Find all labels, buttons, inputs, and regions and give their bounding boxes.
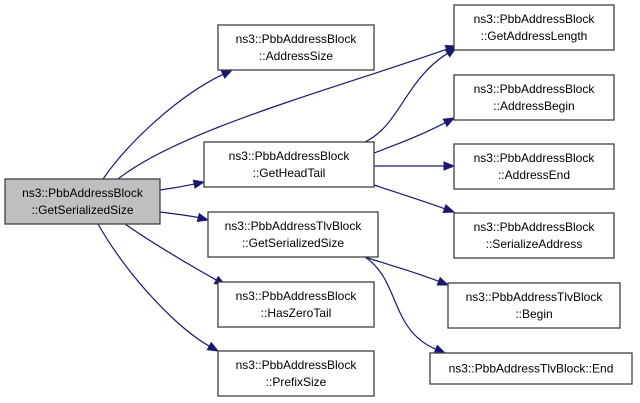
edge-root-tlvsize <box>159 211 199 219</box>
node-serial[interactable]: ns3::PbbAddressBlock::SerializeAddress <box>453 212 615 259</box>
node-label-line: ::PrefixSize <box>266 375 327 389</box>
node-box[interactable] <box>217 24 375 71</box>
node-tlvsize[interactable]: ns3::PbbAddressTlvBlock::GetSerializedSi… <box>207 211 379 258</box>
arrowhead-headtail-abegin <box>442 117 456 128</box>
edge-root-prefix <box>97 223 210 347</box>
node-label-line: ::SerializeAddress <box>486 237 583 251</box>
edge-tlvsize-tend <box>364 256 437 350</box>
edges-layer <box>97 44 458 354</box>
node-label-line: ns3::PbbAddressBlock <box>236 358 358 372</box>
edge-headtail-abegin <box>373 122 446 154</box>
node-addrsize[interactable]: ns3::PbbAddressBlock::AddressSize <box>217 24 375 71</box>
node-label-line: ns3::PbbAddressBlock <box>229 149 351 163</box>
edge-root-addrsize <box>102 73 224 180</box>
node-label-line: ns3::PbbAddressBlock <box>474 82 596 96</box>
node-label-line: ns3::PbbAddressTlvBlock <box>466 290 604 304</box>
node-label-line: ns3::PbbAddressBlock <box>236 32 358 46</box>
node-box[interactable] <box>447 282 621 329</box>
node-root[interactable]: ns3::PbbAddressBlock::GetSerializedSize <box>4 178 161 225</box>
node-box[interactable] <box>453 143 615 190</box>
edge-root-haszero <box>124 223 217 281</box>
node-label-line: ::AddressBegin <box>493 99 574 113</box>
node-tend[interactable]: ns3::PbbAddressTlvBlock::End <box>429 352 633 385</box>
node-label-line: ns3::PbbAddressBlock <box>474 12 596 26</box>
edge-headtail-serial <box>373 184 445 210</box>
node-tbegin[interactable]: ns3::PbbAddressTlvBlock::Begin <box>447 282 621 329</box>
node-headtail[interactable]: ns3::PbbAddressBlock::GetHeadTail <box>203 141 375 188</box>
node-label-line: ns3::PbbAddressBlock <box>474 151 596 165</box>
node-label-line: ::AddressSize <box>259 49 333 63</box>
node-haszero[interactable]: ns3::PbbAddressBlock::HasZeroTail <box>217 281 375 328</box>
arrowhead-tlvsize-tbegin <box>436 276 450 286</box>
node-label-line: ::GetHeadTail <box>253 166 326 180</box>
node-label-line: ::AddressEnd <box>498 168 570 182</box>
edge-tlvsize-tbegin <box>364 256 439 282</box>
node-prefix[interactable]: ns3::PbbAddressBlock::PrefixSize <box>217 350 375 397</box>
node-box[interactable] <box>453 4 615 51</box>
node-box[interactable] <box>4 178 161 225</box>
node-box[interactable] <box>453 212 615 259</box>
arrowhead-root-headtail <box>192 179 206 189</box>
node-label-line: ns3::PbbAddressBlock <box>474 220 596 234</box>
node-label-line: ::HasZeroTail <box>261 306 332 320</box>
node-box[interactable] <box>453 74 615 121</box>
arrowhead-root-prefix <box>206 341 220 352</box>
edge-root-addrlen <box>117 48 447 180</box>
node-box[interactable] <box>429 352 633 385</box>
node-addrlen[interactable]: ns3::PbbAddressBlock::GetAddressLength <box>453 4 615 51</box>
edge-headtail-addrlen <box>364 52 448 143</box>
node-label-line: ::GetAddressLength <box>481 29 588 43</box>
node-label-line: ns3::PbbAddressTlvBlock::End <box>449 362 614 376</box>
node-label-line: ::GetSerializedSize <box>31 203 133 217</box>
node-label-line: ns3::PbbAddressBlock <box>22 186 144 200</box>
arrowhead-root-tlvsize <box>196 212 210 223</box>
node-label-line: ns3::PbbAddressBlock <box>236 289 358 303</box>
node-label-line: ::Begin <box>515 307 552 321</box>
arrowhead-headtail-aend <box>443 161 456 171</box>
node-label-line: ::GetSerializedSize <box>242 236 344 250</box>
node-box[interactable] <box>203 141 375 188</box>
edge-root-headtail <box>159 183 195 191</box>
node-box[interactable] <box>207 211 379 258</box>
arrowhead-headtail-serial <box>442 204 456 213</box>
node-label-line: ns3::PbbAddressTlvBlock <box>225 219 363 233</box>
arrowhead-tlvsize-tend <box>433 344 447 354</box>
nodes-layer: ns3::PbbAddressBlock::GetSerializedSizen… <box>4 4 633 397</box>
node-box[interactable] <box>217 281 375 328</box>
arrowhead-root-addrsize <box>220 69 234 79</box>
node-aend[interactable]: ns3::PbbAddressBlock::AddressEnd <box>453 143 615 190</box>
node-abegin[interactable]: ns3::PbbAddressBlock::AddressBegin <box>453 74 615 121</box>
node-box[interactable] <box>217 350 375 397</box>
